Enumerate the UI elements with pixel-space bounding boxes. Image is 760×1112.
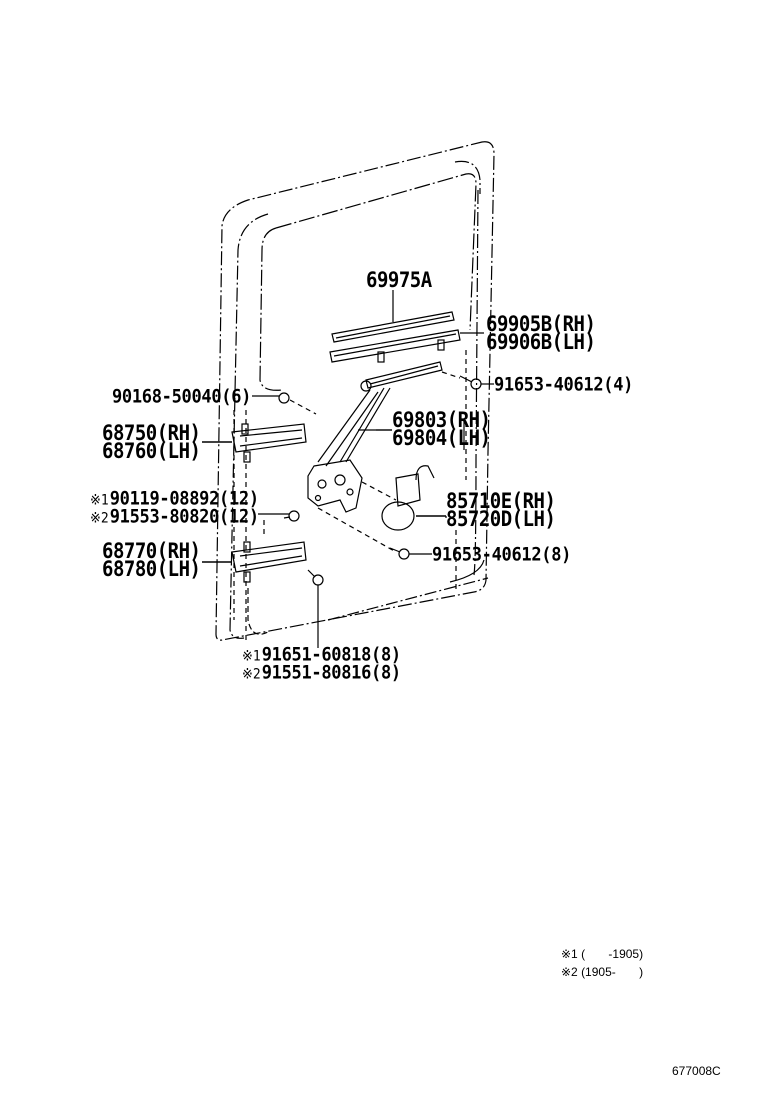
label-motor-lh: 85720D(LH) [446,506,556,532]
regulator-arms [317,387,392,467]
label-clip-top-left: 90168-50040(6) [112,385,252,409]
label-bolt-left-1: ※190119-08892(12) [90,489,259,511]
window-motor [381,465,446,531]
label-bolt-mid-right: 91653-40612(8) [432,543,572,567]
part-number: 90119-08892(12) [109,487,259,511]
legend-note-2: ※2 (1905- ) [561,965,644,979]
note-mark-2: ※2 [242,666,261,684]
note-mark-2: ※2 [90,510,109,528]
upper-hinge-part [202,423,307,463]
window-opening [259,173,477,391]
label-run-channel-rh: 69905B(RH) [486,311,596,337]
note-mark-1: ※1 [90,492,109,510]
lower-hinge-part [202,541,307,583]
guide-lines [233,350,467,640]
door-inner-outline [229,160,481,639]
note-mark-1: ※1 [242,648,261,666]
label-bolt-top-right: 91653-40612(4) [494,373,634,397]
label-bolt-bottom-1: ※191651-60818(8) [242,645,401,667]
label-glass-channel: 69975A [366,267,432,293]
legend-note-1: ※1 ( -1905) [561,947,644,961]
label-motor-rh: 85710E(RH) [446,488,556,514]
fasteners [252,375,494,648]
part-number: 91553-80820(12) [109,505,259,529]
label-regulator-lh: 69804(LH) [392,425,491,451]
glass-channel-part [331,290,455,343]
callout-leaders [376,419,465,518]
run-channel-part [329,329,484,363]
label-regulator-rh: 69803(RH) [392,407,491,433]
label-lower-hinge-rh: 68770(RH) [102,538,201,564]
label-upper-hinge-rh: 68750(RH) [102,420,201,446]
label-bolt-bottom-2: ※291551-80816(8) [242,663,401,685]
lift-arm-rail [360,361,443,392]
regulator-base-plate [307,459,363,513]
label-upper-hinge-lh: 68760(LH) [102,438,201,464]
label-lower-hinge-lh: 68780(LH) [102,556,201,582]
label-bolt-left-2: ※291553-80820(12) [90,507,259,529]
figure-code: 677008C [672,1064,721,1078]
part-number: 91651-60818(8) [261,643,401,667]
door-outline [215,141,495,641]
label-run-channel-lh: 69906B(LH) [486,329,596,355]
door-lower-curve [247,559,489,635]
part-number: 91551-80816(8) [261,661,401,685]
